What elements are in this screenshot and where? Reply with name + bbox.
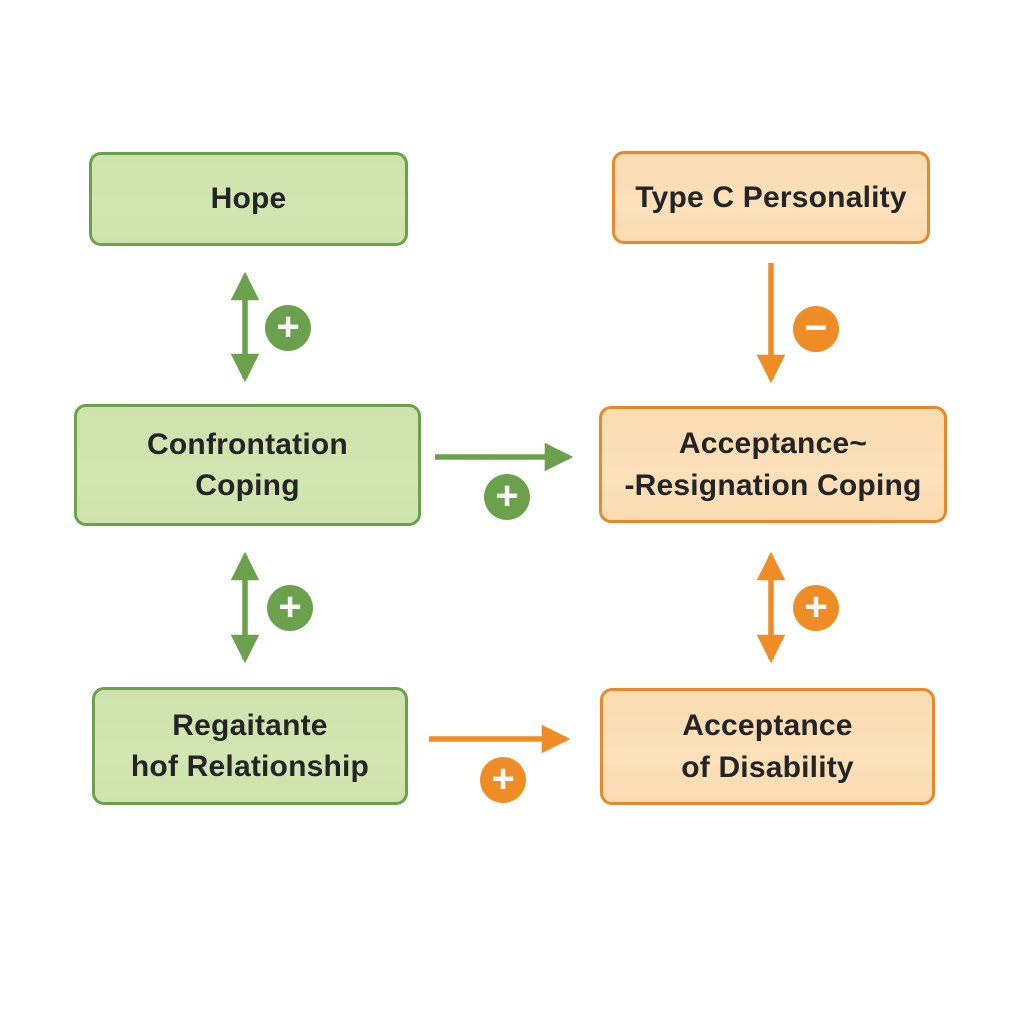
node-acceptance-of-disability: Acceptance of Disability [600, 688, 935, 805]
node-acceptance-of-disability-label: Acceptance of Disability [681, 709, 854, 784]
minus-sign-badge: − [793, 306, 839, 352]
node-regaitante-relationship-label: Regaitante hof Relationship [130, 708, 370, 783]
node-hope: Hope [89, 152, 408, 246]
node-confrontation-coping-label: Confrontation Coping [147, 427, 348, 502]
node-acceptance-resignation-coping: Acceptance~ -Resignation Coping [599, 406, 947, 523]
node-type-c-personality-label: Type C Personality [635, 180, 907, 214]
plus-sign-badge: + [267, 585, 313, 631]
node-acceptance-resignation-coping-label: Acceptance~ -Resignation Coping [624, 427, 922, 502]
plus-sign-badge: + [484, 474, 530, 520]
node-hope-label: Hope [210, 182, 287, 216]
plus-sign-badge: + [265, 305, 311, 351]
node-confrontation-coping: Confrontation Coping [74, 404, 421, 526]
node-type-c-personality: Type C Personality [612, 151, 930, 244]
plus-sign-badge: + [793, 585, 839, 631]
plus-sign-badge: + [480, 757, 526, 803]
node-regaitante-relationship: Regaitante hof Relationship [92, 687, 408, 805]
